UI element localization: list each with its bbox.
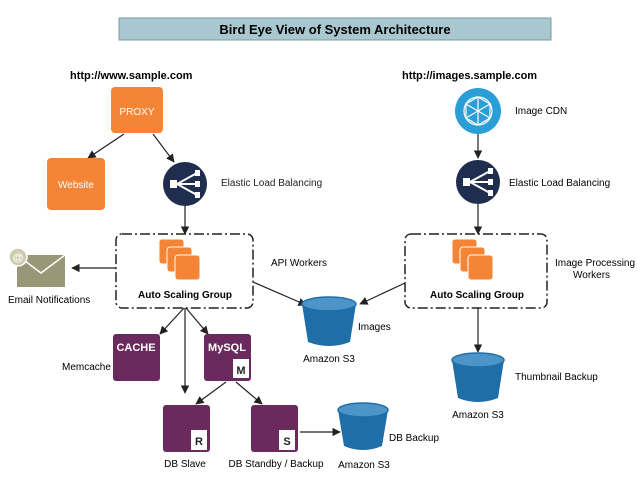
url-right: http://images.sample.com [402, 70, 537, 82]
diagram-title: Bird Eye View of System Architecture [219, 22, 450, 37]
edge-proxy-elb [152, 133, 175, 163]
edge-proxy-website [87, 133, 125, 159]
proxy-node: PROXY [111, 87, 163, 133]
db-slave-badge: R [195, 436, 203, 448]
website-node: Website [47, 158, 105, 210]
elb-right-label: Elastic Load Balancing [509, 178, 610, 189]
s3-images-node: Images Amazon S3 [301, 296, 391, 365]
image-cdn-label: Image CDN [515, 106, 567, 117]
cache-box-label: CACHE [116, 342, 155, 354]
instances-icon [451, 238, 494, 281]
mysql-box-label: MySQL [208, 342, 246, 354]
image-cdn-node: Image CDN [455, 88, 567, 134]
img-workers-label-1: Image Processing [555, 258, 635, 269]
api-group-label: Auto Scaling Group [138, 290, 232, 301]
api-workers-label: API Workers [271, 258, 327, 269]
cache-node: CACHE Memcache [62, 334, 160, 381]
mysql-node: MySQL M [204, 334, 251, 381]
db-standby-badge: S [283, 436, 290, 448]
elb-left-label: Elastic Load Balancing [221, 178, 322, 189]
bucket-icon [452, 360, 504, 402]
email-node: @ Email Notifications [8, 247, 90, 306]
instances-icon [158, 238, 201, 281]
mysql-badge: M [236, 365, 245, 377]
s3-backup-label: Amazon S3 [338, 460, 390, 471]
edge-imggroup-s3 [359, 282, 406, 305]
memcache-label: Memcache [62, 362, 111, 373]
edge-api-cache [159, 307, 185, 335]
s3-images-label: Amazon S3 [303, 354, 355, 365]
database-icon: S [279, 430, 295, 450]
s3-thumb-label: Amazon S3 [452, 410, 504, 421]
thumb-backup-label: Thumbnail Backup [515, 372, 598, 383]
database-icon: M [233, 359, 249, 378]
img-workers-label-2: Workers [573, 270, 610, 281]
image-autoscaling-group: Auto Scaling Group [404, 233, 548, 309]
edge-mysql-standby [235, 381, 263, 405]
elb-left-node: Elastic Load Balancing [163, 162, 322, 206]
s3-thumb-node: Thumbnail Backup Amazon S3 [451, 352, 598, 421]
bucket-icon [302, 304, 356, 346]
s3-backup-node: DB Backup Amazon S3 [337, 402, 439, 471]
bucket-icon [338, 410, 388, 450]
connectors [71, 133, 483, 437]
api-autoscaling-group: Auto Scaling Group [115, 233, 254, 309]
edge-api-mysql [185, 307, 209, 335]
at-icon [8, 247, 28, 267]
db-slave-label: DB Slave [164, 459, 206, 470]
img-group-label: Auto Scaling Group [430, 290, 524, 301]
db-standby-node: S DB Standby / Backup [228, 405, 324, 470]
title-banner: Bird Eye View of System Architecture [118, 17, 552, 41]
website-label: Website [58, 180, 94, 191]
database-icon: R [191, 430, 207, 450]
db-standby-label: DB Standby / Backup [228, 459, 323, 470]
edge-mysql-dbslave [195, 381, 227, 405]
elb-right-node: Elastic Load Balancing [456, 160, 610, 204]
edge-api-s3 [252, 281, 307, 306]
images-label: Images [358, 322, 391, 333]
db-backup-label: DB Backup [389, 433, 439, 444]
svg-text:@: @ [13, 252, 24, 264]
db-slave-node: R DB Slave [163, 405, 210, 470]
url-left: http://www.sample.com [70, 70, 193, 82]
proxy-label: PROXY [119, 107, 154, 118]
email-label: Email Notifications [8, 295, 90, 306]
